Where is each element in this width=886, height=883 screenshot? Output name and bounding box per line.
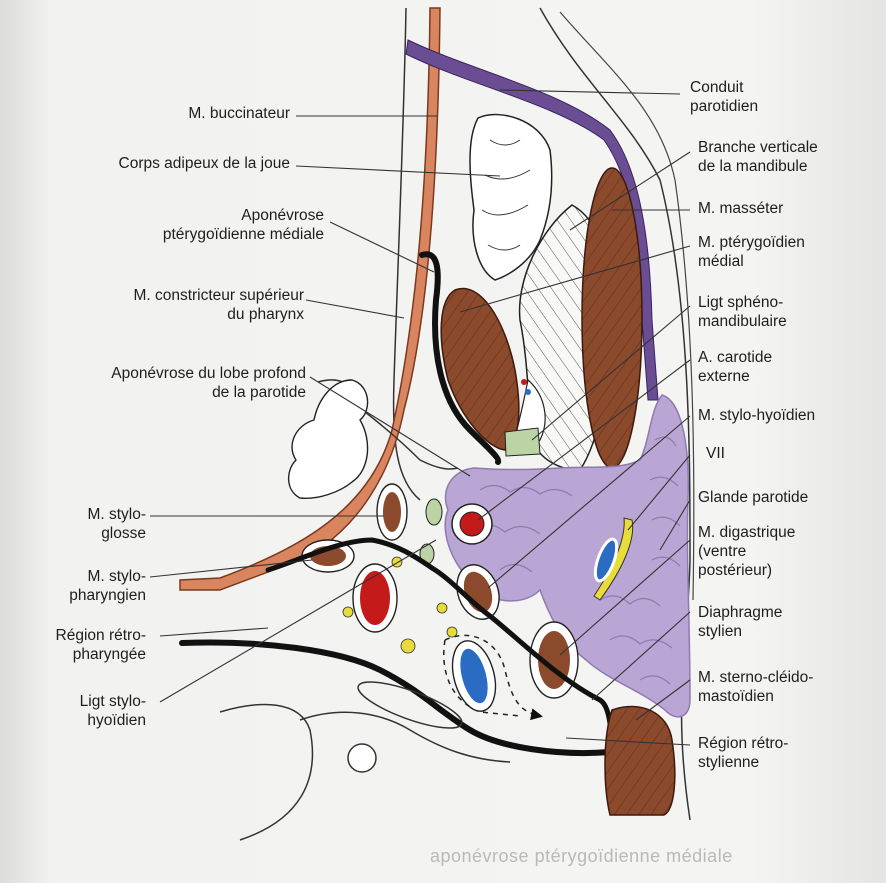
label-aponevrose-pterygo: Aponévrose ptérygoïdienne médiale <box>163 206 324 244</box>
nerve-dot-5 <box>447 627 457 637</box>
sternocleidomastoid-muscle <box>605 707 675 815</box>
label-ligt-stylohyoidien: Ligt stylo- hyoïdien <box>80 692 146 730</box>
label-aponevrose-lobe: Aponévrose du lobe profond de la parotid… <box>111 364 306 402</box>
label-diaphragme: Diaphragme stylien <box>698 603 782 641</box>
external-carotid-artery <box>460 512 484 536</box>
label-ligt-spheno: Ligt sphéno- mandibulaire <box>698 293 787 331</box>
label-masseter: M. masséter <box>698 199 783 218</box>
label-styloglosse: M. stylo- glosse <box>87 505 146 543</box>
label-sterno: M. sterno-cléido- mastoïdien <box>698 668 813 706</box>
masseter-muscle <box>582 168 642 468</box>
label-conduit: Conduit parotidien <box>690 78 758 116</box>
vertebral-foramen <box>348 744 376 772</box>
prevertebral-curve <box>220 705 312 840</box>
nerve-dot-2 <box>343 607 353 617</box>
label-stylopharyngien: M. stylo- pharyngien <box>69 567 146 605</box>
styloglossus-core <box>383 492 401 532</box>
nerve-dot-3 <box>437 603 447 613</box>
label-digastrique: M. digastrique (ventre postérieur) <box>698 523 795 580</box>
green-node-1 <box>426 499 442 525</box>
nerve-dot-4 <box>401 639 415 653</box>
label-vii: VII <box>706 444 725 463</box>
label-buccinateur: M. buccinateur <box>188 104 290 123</box>
label-constricteur: M. constricteur supérieur du pharynx <box>133 286 304 324</box>
label-retrostylienne: Région rétro- stylienne <box>698 734 788 772</box>
page-caption-bleed: aponévrose ptérygoïdienne médiale <box>430 846 733 867</box>
small-vein-dot <box>525 389 531 395</box>
label-carotide: A. carotide externe <box>698 348 772 386</box>
small-artery-dot <box>521 379 527 385</box>
label-pterygoidien: M. ptérygoïdien médial <box>698 233 805 271</box>
sphenomandibular-ligament <box>505 428 540 456</box>
medial-pterygoid-muscle <box>441 288 519 450</box>
internal-carotid-artery <box>360 571 390 625</box>
label-corps-adipeux: Corps adipeux de la joue <box>119 154 290 173</box>
label-branche: Branche verticale de la mandibule <box>698 138 818 176</box>
label-glande: Glande parotide <box>698 488 808 507</box>
label-stylohyoidien: M. stylo-hyoïdien <box>698 406 815 425</box>
label-retropharyngee: Région rétro- pharyngée <box>56 626 146 664</box>
